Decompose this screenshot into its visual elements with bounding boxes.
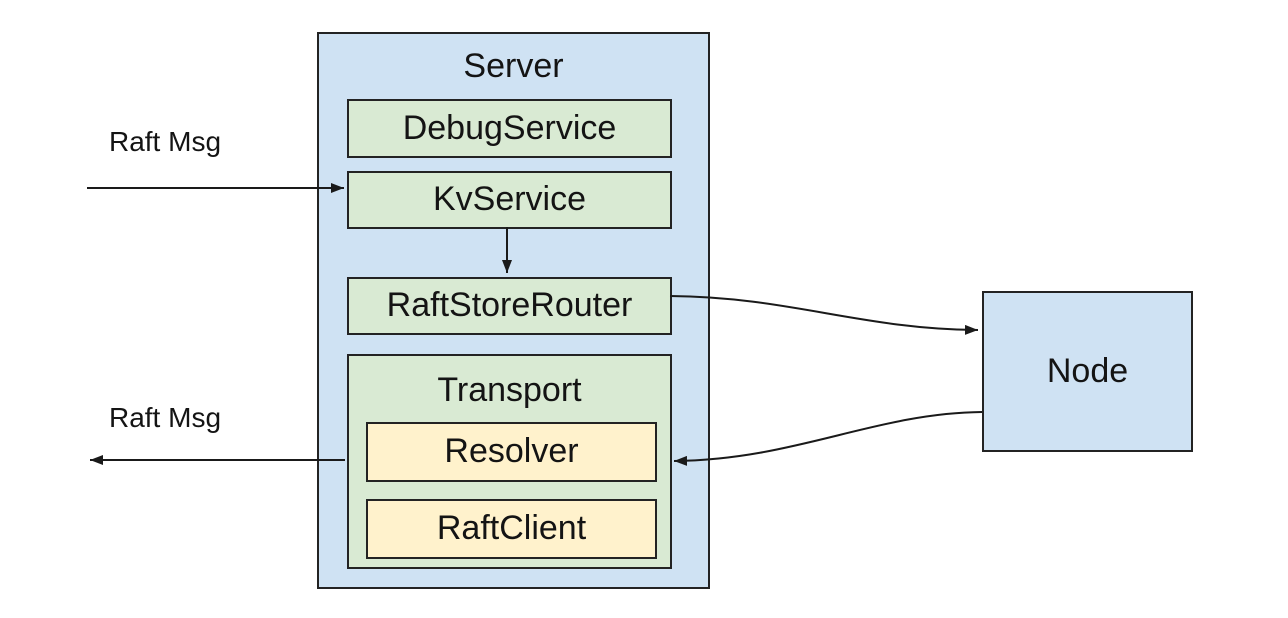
raft-msg-in-label: Raft Msg [108, 126, 222, 157]
debugservice-box: DebugService [347, 99, 672, 158]
raftclient-box: RaftClient [366, 499, 657, 559]
kvservice-label: KvService [432, 180, 587, 219]
transport-title: Transport [437, 371, 582, 409]
resolver-box: Resolver [366, 422, 657, 482]
raft-msg-out-label: Raft Msg [108, 402, 222, 433]
kvservice-box: KvService [347, 171, 672, 229]
server-title: Server [463, 47, 564, 85]
arrow-node-to-transport [673, 411, 983, 466]
raftstorerouter-box: RaftStoreRouter [347, 277, 672, 335]
debugservice-label: DebugService [402, 108, 617, 147]
raftclient-label: RaftClient [436, 509, 587, 548]
resolver-label: Resolver [444, 432, 579, 471]
raftstorerouter-label: RaftStoreRouter [386, 286, 633, 325]
node-label: Node [1046, 351, 1129, 390]
server-box: Server DebugService KvService RaftStoreR… [317, 32, 710, 589]
node-box: Node [982, 291, 1193, 452]
arrow-raftstorerouter-to-node [669, 295, 979, 335]
transport-box: Transport Resolver RaftClient [347, 354, 672, 569]
